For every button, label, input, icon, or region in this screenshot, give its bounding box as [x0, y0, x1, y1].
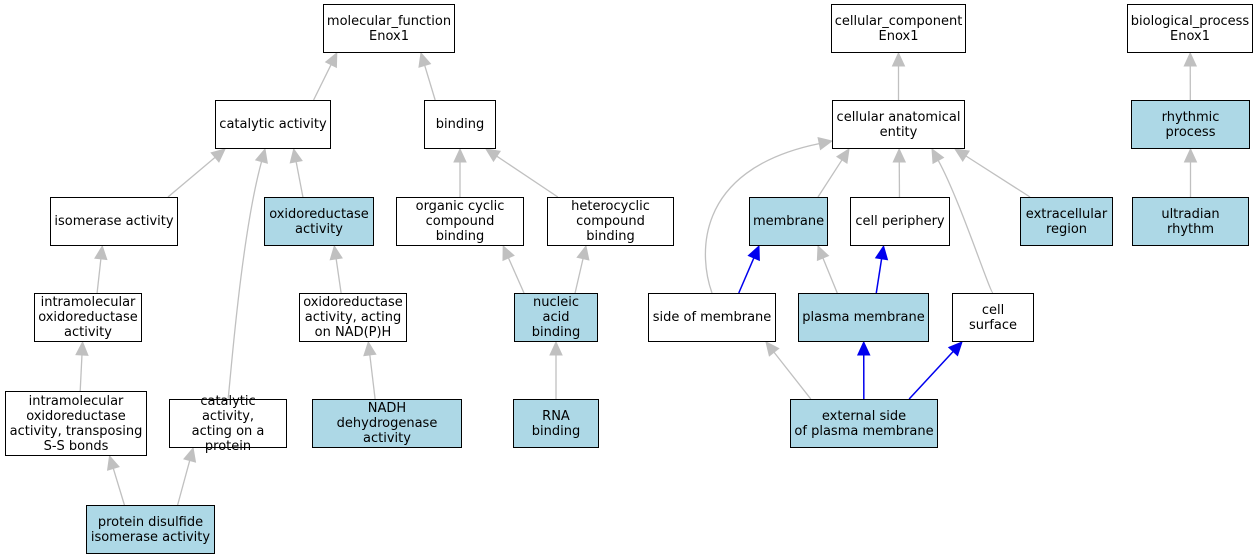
edge-oxido-nadph-to-oxidoreductase-arrowhead — [329, 244, 343, 261]
edge-ext-side-pm-to-cell-surface-arrowhead — [947, 341, 963, 357]
edge-side-membrane-to-membrane — [738, 257, 755, 294]
node-ext-side-pm: external side of plasma membrane — [790, 399, 938, 448]
node-cc-root: cellular_component Enox1 — [831, 4, 966, 53]
edge-pdi-to-cat-protein-arrowhead — [183, 446, 197, 463]
edge-cat-protein-to-catalytic-arrowhead — [254, 147, 268, 164]
edge-ext-side-pm-to-plasma-membrane-arrowhead — [856, 340, 871, 356]
node-membrane: membrane — [749, 197, 828, 246]
edge-pdi-to-intramol-ss-arrowhead — [106, 454, 120, 471]
edge-cell-periphery-to-cae-arrowhead — [892, 147, 907, 163]
node-oxido-nadph: oxidoreductase activity, acting on NAD(P… — [299, 293, 407, 342]
edge-membrane-to-cae — [817, 159, 843, 198]
node-cae: cellular anatomical entity — [832, 100, 965, 149]
edge-side-membrane-to-cae — [704, 142, 820, 294]
node-plasma-membrane: plasma membrane — [798, 293, 929, 342]
edge-oxido-nadph-to-oxidoreductase — [335, 258, 342, 294]
edge-ext-side-pm-to-cell-surface — [908, 351, 954, 400]
node-cell-periphery: cell periphery — [850, 197, 950, 246]
node-ultradian: ultradian rhythm — [1132, 197, 1249, 246]
edge-plasma-membrane-to-cell-periphery — [875, 258, 883, 294]
node-mf-root: molecular_function Enox1 — [323, 4, 455, 53]
edge-intramol-ss-to-intramol-oxido-arrowhead — [75, 340, 89, 356]
node-rna-binding: RNA binding — [513, 399, 599, 448]
node-catalytic: catalytic activity — [215, 100, 331, 149]
edge-rhythmic-to-bp-root-arrowhead — [1183, 51, 1198, 67]
edge-heterocyclic-to-binding-arrowhead — [485, 148, 501, 163]
edge-binding-to-mf-root — [424, 65, 436, 101]
node-isomerase: isomerase activity — [50, 197, 178, 246]
edge-membrane-to-cae-arrowhead — [835, 147, 850, 165]
edge-extracellular-to-cae-arrowhead — [953, 148, 971, 162]
edge-pdi-to-cat-protein — [176, 460, 191, 506]
edge-isomerase-to-catalytic — [167, 156, 216, 198]
edge-nucleic-acid-to-heterocyclic — [574, 258, 584, 294]
node-extracellular: extracellular region — [1020, 197, 1113, 246]
edge-isomerase-to-catalytic-arrowhead — [210, 148, 226, 163]
node-intramol-oxido: intramolecular oxidoreductase activity — [34, 293, 142, 342]
edge-side-membrane-to-membrane-arrowhead — [747, 244, 760, 262]
node-binding: binding — [424, 100, 496, 149]
edge-catalytic-to-mf-root — [313, 64, 332, 101]
node-organic-cyclic: organic cyclic compound binding — [396, 197, 524, 246]
edge-heterocyclic-to-binding — [496, 155, 559, 198]
node-side-membrane: side of membrane — [648, 293, 776, 342]
node-nadh-dehydro: NADH dehydrogenase activity — [312, 399, 462, 448]
edge-ultradian-to-rhythmic-arrowhead — [1183, 147, 1198, 163]
edge-nucleic-acid-to-organic-cyclic — [507, 257, 525, 294]
edge-extracellular-to-cae — [965, 155, 1031, 198]
edge-nadh-dehydro-to-oxido-nadph-arrowhead — [363, 340, 377, 357]
node-cell-surface: cell surface — [952, 293, 1034, 342]
edge-oxidoreductase-to-catalytic-arrowhead — [289, 147, 303, 164]
edge-plasma-membrane-to-membrane — [822, 257, 838, 294]
edge-plasma-membrane-to-membrane-arrowhead — [816, 244, 830, 262]
edge-ext-side-pm-to-side-membrane-arrowhead — [765, 341, 780, 357]
edge-cae-to-cc-root-arrowhead — [891, 51, 906, 67]
edge-nadh-dehydro-to-oxido-nadph — [369, 354, 376, 400]
edge-binding-to-mf-root-arrowhead — [418, 51, 432, 68]
node-rhythmic: rhythmic process — [1131, 100, 1250, 149]
edge-side-membrane-to-cae-arrowhead — [817, 137, 834, 151]
edge-rna-binding-to-nucleic-acid-arrowhead — [549, 340, 563, 356]
edge-cell-surface-to-cae-arrowhead — [931, 147, 945, 165]
edge-cat-protein-to-catalytic — [227, 161, 263, 400]
edge-ext-side-pm-to-side-membrane — [773, 351, 812, 400]
edge-intramol-oxido-to-isomerase-arrowhead — [94, 244, 108, 261]
edge-nucleic-acid-to-heterocyclic-arrowhead — [576, 244, 590, 261]
edge-nucleic-acid-to-organic-cyclic-arrowhead — [502, 244, 515, 262]
edge-cell-surface-to-cae — [937, 160, 994, 294]
node-heterocyclic: heterocyclic compound binding — [547, 197, 674, 246]
node-intramol-ss: intramolecular oxidoreductase activity, … — [5, 391, 147, 456]
node-pdi: protein disulfide isomerase activity — [86, 505, 215, 554]
node-bp-root: biological_process Enox1 — [1127, 4, 1253, 53]
edge-catalytic-to-mf-root-arrowhead — [324, 51, 338, 69]
edge-intramol-oxido-to-isomerase — [96, 258, 102, 294]
node-oxidoreductase: oxidoreductase activity — [264, 197, 374, 246]
edge-pdi-to-intramol-ss — [112, 468, 126, 506]
node-nucleic-acid: nucleic acid binding — [514, 293, 598, 342]
edge-intramol-ss-to-intramol-oxido — [79, 354, 83, 392]
edge-oxidoreductase-to-catalytic — [295, 161, 304, 198]
node-cat-protein: catalytic activity, acting on a protein — [169, 394, 287, 454]
edge-organic-cyclic-to-binding-arrowhead — [453, 147, 467, 163]
edge-plasma-membrane-to-cell-periphery-arrowhead — [874, 244, 889, 261]
